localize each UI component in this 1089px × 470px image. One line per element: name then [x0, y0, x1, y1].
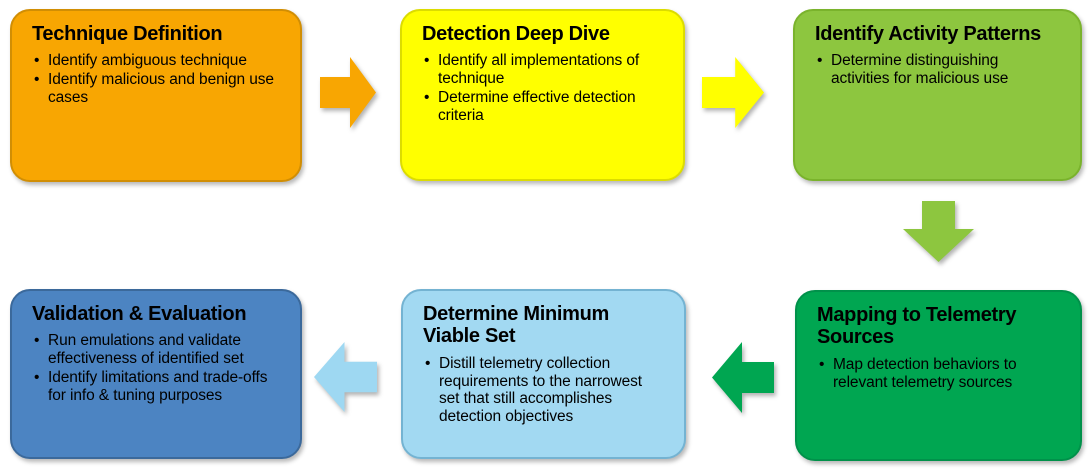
step-bullets: Identify all implementations of techniqu…: [422, 52, 659, 124]
step-title: Identify Activity Patterns: [815, 23, 1041, 45]
step-bullets: Identify ambiguous technique Identify ma…: [32, 52, 276, 106]
right-arrow-icon: [702, 57, 764, 128]
bullet-item: Identify all implementations of techniqu…: [422, 52, 659, 88]
connector-minimum-set-to-validation: [314, 342, 377, 412]
bullet-item: Run emulations and validate effectivenes…: [32, 332, 276, 368]
step-bullets: Determine distinguishing activities for …: [815, 52, 1056, 88]
connector-patterns-to-mapping: [903, 201, 974, 262]
step-title: Technique Definition: [32, 23, 223, 45]
bullet-item: Identify limitations and trade-offs for …: [32, 369, 276, 405]
step-title: Determine Minimum Viable Set: [423, 303, 610, 348]
step-box-identify-activity-patterns: Identify Activity Patterns Determine dis…: [793, 9, 1082, 181]
bullet-item: Identify ambiguous technique: [32, 52, 276, 70]
step-title: Validation & Evaluation: [32, 303, 247, 325]
connector-mapping-to-minimum-set: [712, 342, 774, 413]
left-arrow-icon: [314, 342, 377, 412]
step-box-determine-minimum-viable-set: Determine Minimum Viable Set Distill tel…: [401, 289, 686, 459]
left-arrow-icon: [712, 342, 774, 413]
connector-detection-to-patterns: [702, 57, 764, 128]
bullet-item: Distill telemetry collection requirement…: [423, 355, 660, 426]
step-bullets: Map detection behaviors to relevant tele…: [817, 356, 1056, 392]
right-arrow-icon: [320, 57, 376, 128]
bullet-item: Determine distinguishing activities for …: [815, 52, 1056, 88]
step-bullets: Run emulations and validate effectivenes…: [32, 332, 276, 404]
down-arrow-icon: [903, 201, 974, 262]
bullet-item: Map detection behaviors to relevant tele…: [817, 356, 1056, 392]
step-box-mapping-to-telemetry-sources: Mapping to Telemetry Sources Map detecti…: [795, 290, 1082, 461]
bullet-item: Determine effective detection criteria: [422, 89, 659, 125]
step-box-technique-definition: Technique Definition Identify ambiguous …: [10, 9, 302, 182]
step-title: Detection Deep Dive: [422, 23, 610, 45]
bullet-item: Identify malicious and benign use cases: [32, 71, 276, 107]
connector-technique-to-detection: [320, 57, 376, 128]
step-bullets: Distill telemetry collection requirement…: [423, 355, 660, 426]
step-title: Mapping to Telemetry Sources: [817, 304, 1017, 349]
step-box-detection-deep-dive: Detection Deep Dive Identify all impleme…: [400, 9, 685, 181]
step-box-validation-evaluation: Validation & Evaluation Run emulations a…: [10, 289, 302, 459]
